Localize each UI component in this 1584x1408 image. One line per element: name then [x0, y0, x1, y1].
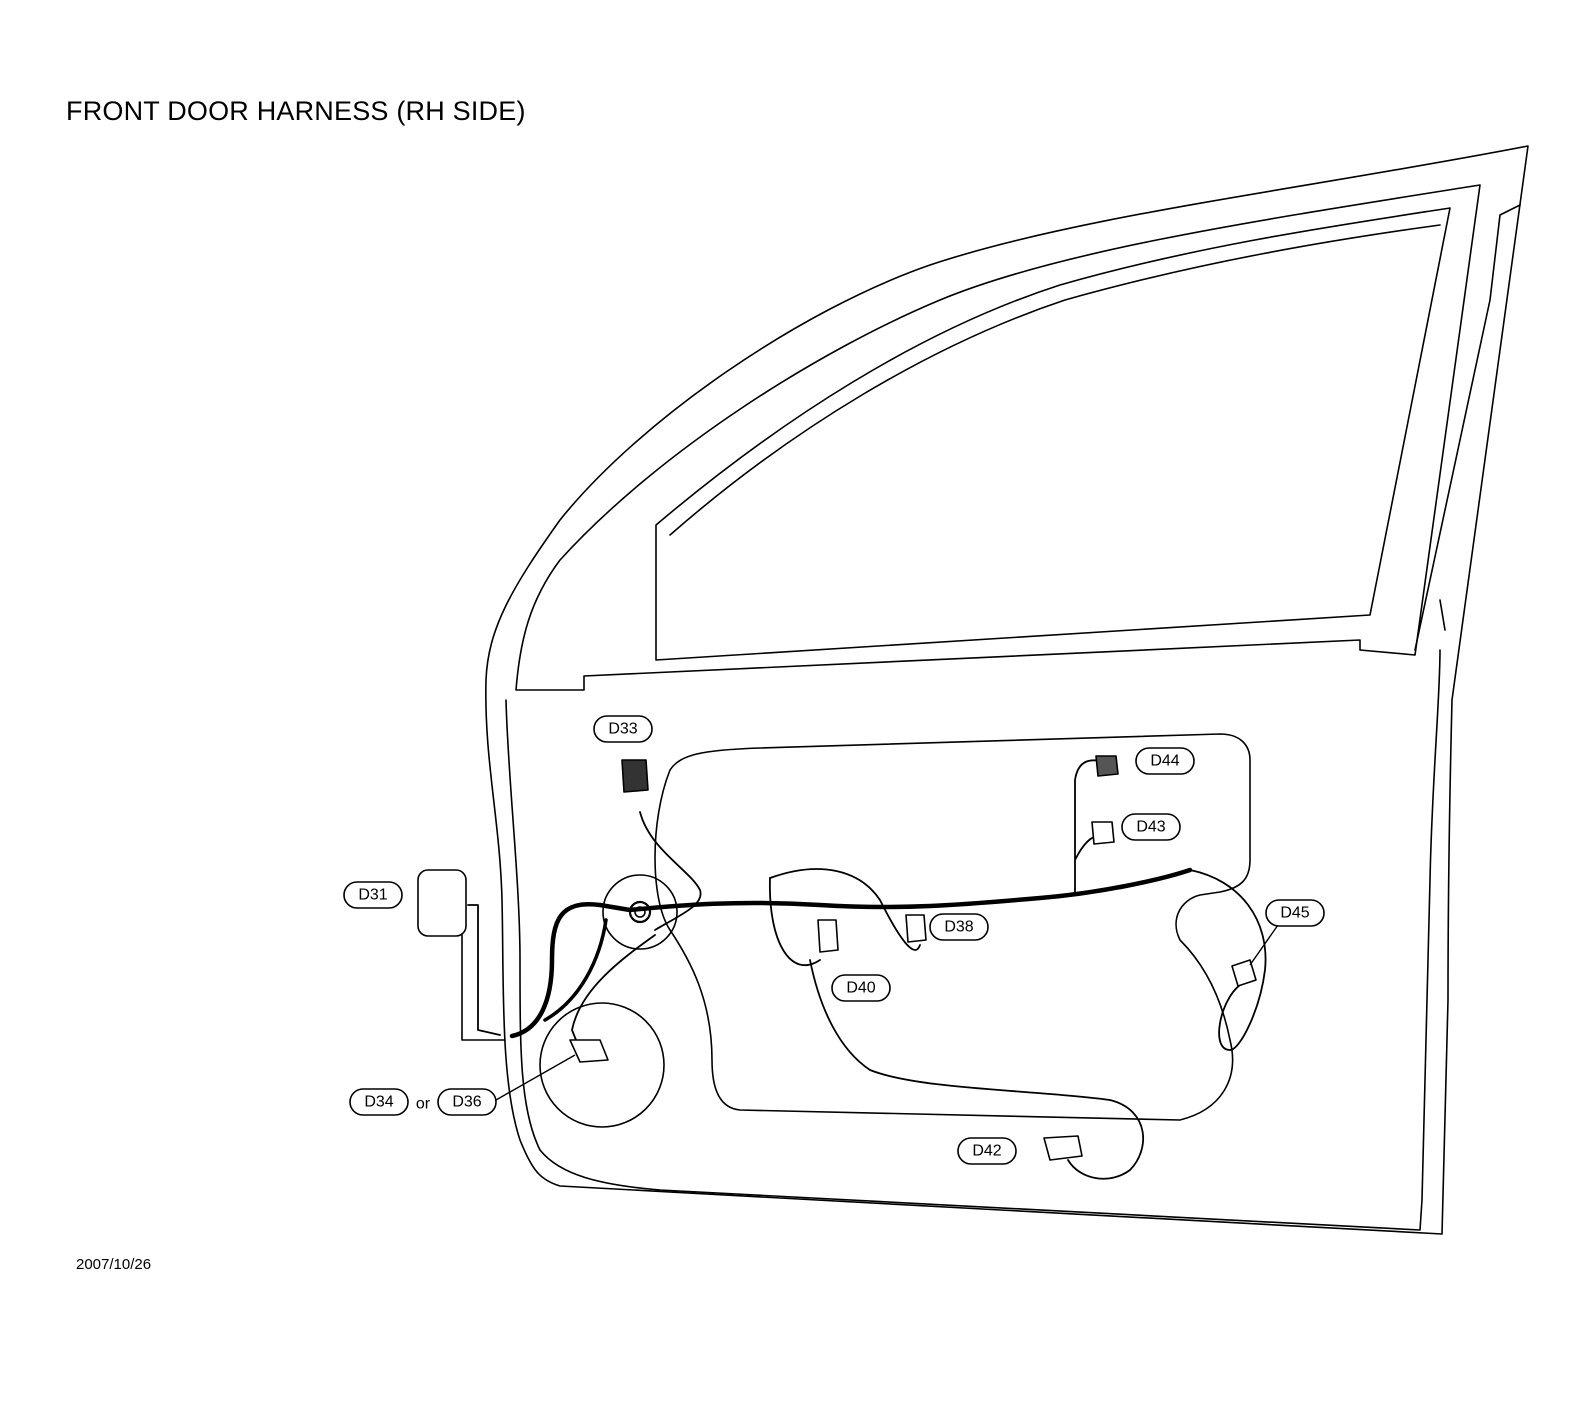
label-d42: D42: [972, 1143, 1001, 1160]
connector-body-d33: [621, 759, 649, 793]
trim-panel-cutout: [654, 733, 1251, 1121]
harness-to-d42: [809, 959, 1144, 1180]
label-bubble-d33: [593, 715, 653, 743]
label-bubble-d40: [831, 974, 891, 1002]
door-frame-rear-edge: [1414, 204, 1521, 651]
connector-body-d44: [1095, 755, 1119, 777]
harness-to-d40: [769, 877, 821, 967]
connector-body-d38: [905, 914, 927, 943]
label-d38: D38: [944, 919, 973, 936]
label-bubble-d45: [1265, 899, 1325, 927]
connector-body-d42: [1043, 1135, 1083, 1161]
grommet-inner: [628, 900, 652, 924]
leader-d45: [1249, 924, 1279, 966]
door-inner-panel: [505, 649, 1441, 1231]
diagram-date: 2007/10/26: [76, 1256, 152, 1273]
main-harness-trunk: [509, 867, 1193, 1039]
harness-to-d45: [1189, 869, 1267, 1051]
grommet-outer: [602, 874, 678, 950]
connector-body-d40: [817, 919, 839, 953]
speaker-circle: [539, 1002, 665, 1128]
label-d40: D40: [846, 980, 875, 997]
harness-branch-lower: [543, 918, 608, 1022]
label-or: or: [416, 1096, 431, 1113]
window-glass: [655, 207, 1451, 661]
label-bubble-d31: [343, 881, 403, 909]
label-bubble-d43: [1121, 813, 1181, 841]
label-bubble-d34: [349, 1088, 409, 1116]
label-d45: D45: [1280, 905, 1309, 922]
connector-body-d34: [569, 1039, 609, 1063]
label-d36: D36: [452, 1094, 481, 1111]
label-d44: D44: [1150, 753, 1179, 770]
label-d33: D33: [608, 721, 637, 738]
label-d31: D31: [358, 887, 387, 904]
label-d43: D43: [1136, 819, 1165, 836]
diagram-title: FRONT DOOR HARNESS (RH SIDE): [66, 96, 526, 126]
label-bubble-d42: [957, 1137, 1017, 1165]
door-frame-inner: [515, 184, 1481, 691]
label-bubble-d36: [437, 1088, 497, 1116]
connector-body-d43: [1091, 821, 1115, 845]
label-bubble-d44: [1135, 747, 1195, 775]
door-outer-outline: [485, 145, 1529, 1235]
window-inner-line: [669, 224, 1441, 536]
connector-body-d31: [417, 869, 467, 937]
label-bubble-d38: [929, 913, 989, 941]
harness-to-d38: [769, 868, 921, 951]
harness-to-d34: [571, 934, 656, 1051]
harness-to-d33: [639, 811, 702, 931]
label-d34: D34: [364, 1094, 393, 1111]
leader-d34-d36: [495, 1054, 576, 1101]
connector-body-d45: [1231, 959, 1257, 987]
harness-d31-lead: [467, 904, 501, 1036]
